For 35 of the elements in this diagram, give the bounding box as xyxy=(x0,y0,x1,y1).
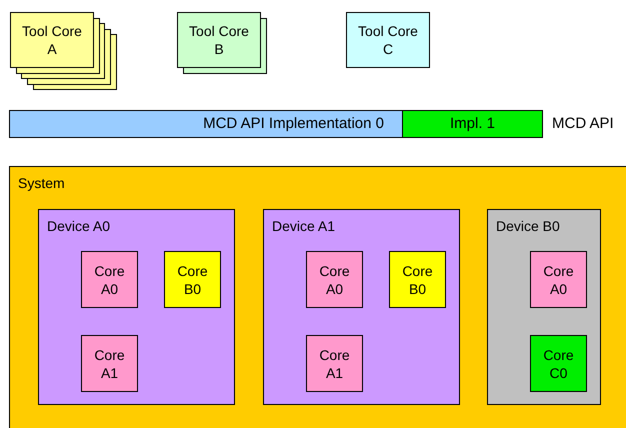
core-box xyxy=(81,335,138,392)
tool-label: Tool Core B xyxy=(189,22,249,58)
tool-card xyxy=(10,12,94,68)
core-box xyxy=(81,251,138,308)
implementation-label: MCD API Implementation 0 xyxy=(203,115,384,133)
core-label: Core A0 xyxy=(93,262,126,298)
device-panel xyxy=(263,209,460,405)
device-panel xyxy=(38,209,235,405)
core-label: Core A0 xyxy=(318,262,351,298)
implementation-label: Impl. 1 xyxy=(450,115,495,133)
system-panel xyxy=(9,166,626,428)
core-label: Core A0 xyxy=(542,262,575,298)
core-label: Core B0 xyxy=(176,262,209,298)
core-label: Core B0 xyxy=(401,262,434,298)
system-title: System xyxy=(18,175,65,191)
tool-label: Tool Core C xyxy=(358,22,418,58)
core-label: Core A1 xyxy=(93,346,126,382)
core-box xyxy=(306,335,363,392)
core-box xyxy=(530,335,587,392)
core-box xyxy=(164,251,221,308)
implementation-bar xyxy=(402,110,543,138)
device-title: Device A0 xyxy=(47,218,110,234)
core-label: Core A1 xyxy=(318,346,351,382)
tool-label: Tool Core A xyxy=(22,22,82,58)
implementation-bar xyxy=(9,110,403,138)
core-box xyxy=(530,251,587,308)
device-panel xyxy=(487,209,601,405)
device-title: Device A1 xyxy=(272,218,336,234)
core-box xyxy=(306,251,363,308)
core-label: Core C0 xyxy=(542,346,575,382)
tool-card xyxy=(346,12,430,68)
device-title: Device B0 xyxy=(496,218,560,234)
layer-label: MCD API xyxy=(552,115,614,132)
core-box xyxy=(389,251,446,308)
tool-card xyxy=(177,12,261,68)
